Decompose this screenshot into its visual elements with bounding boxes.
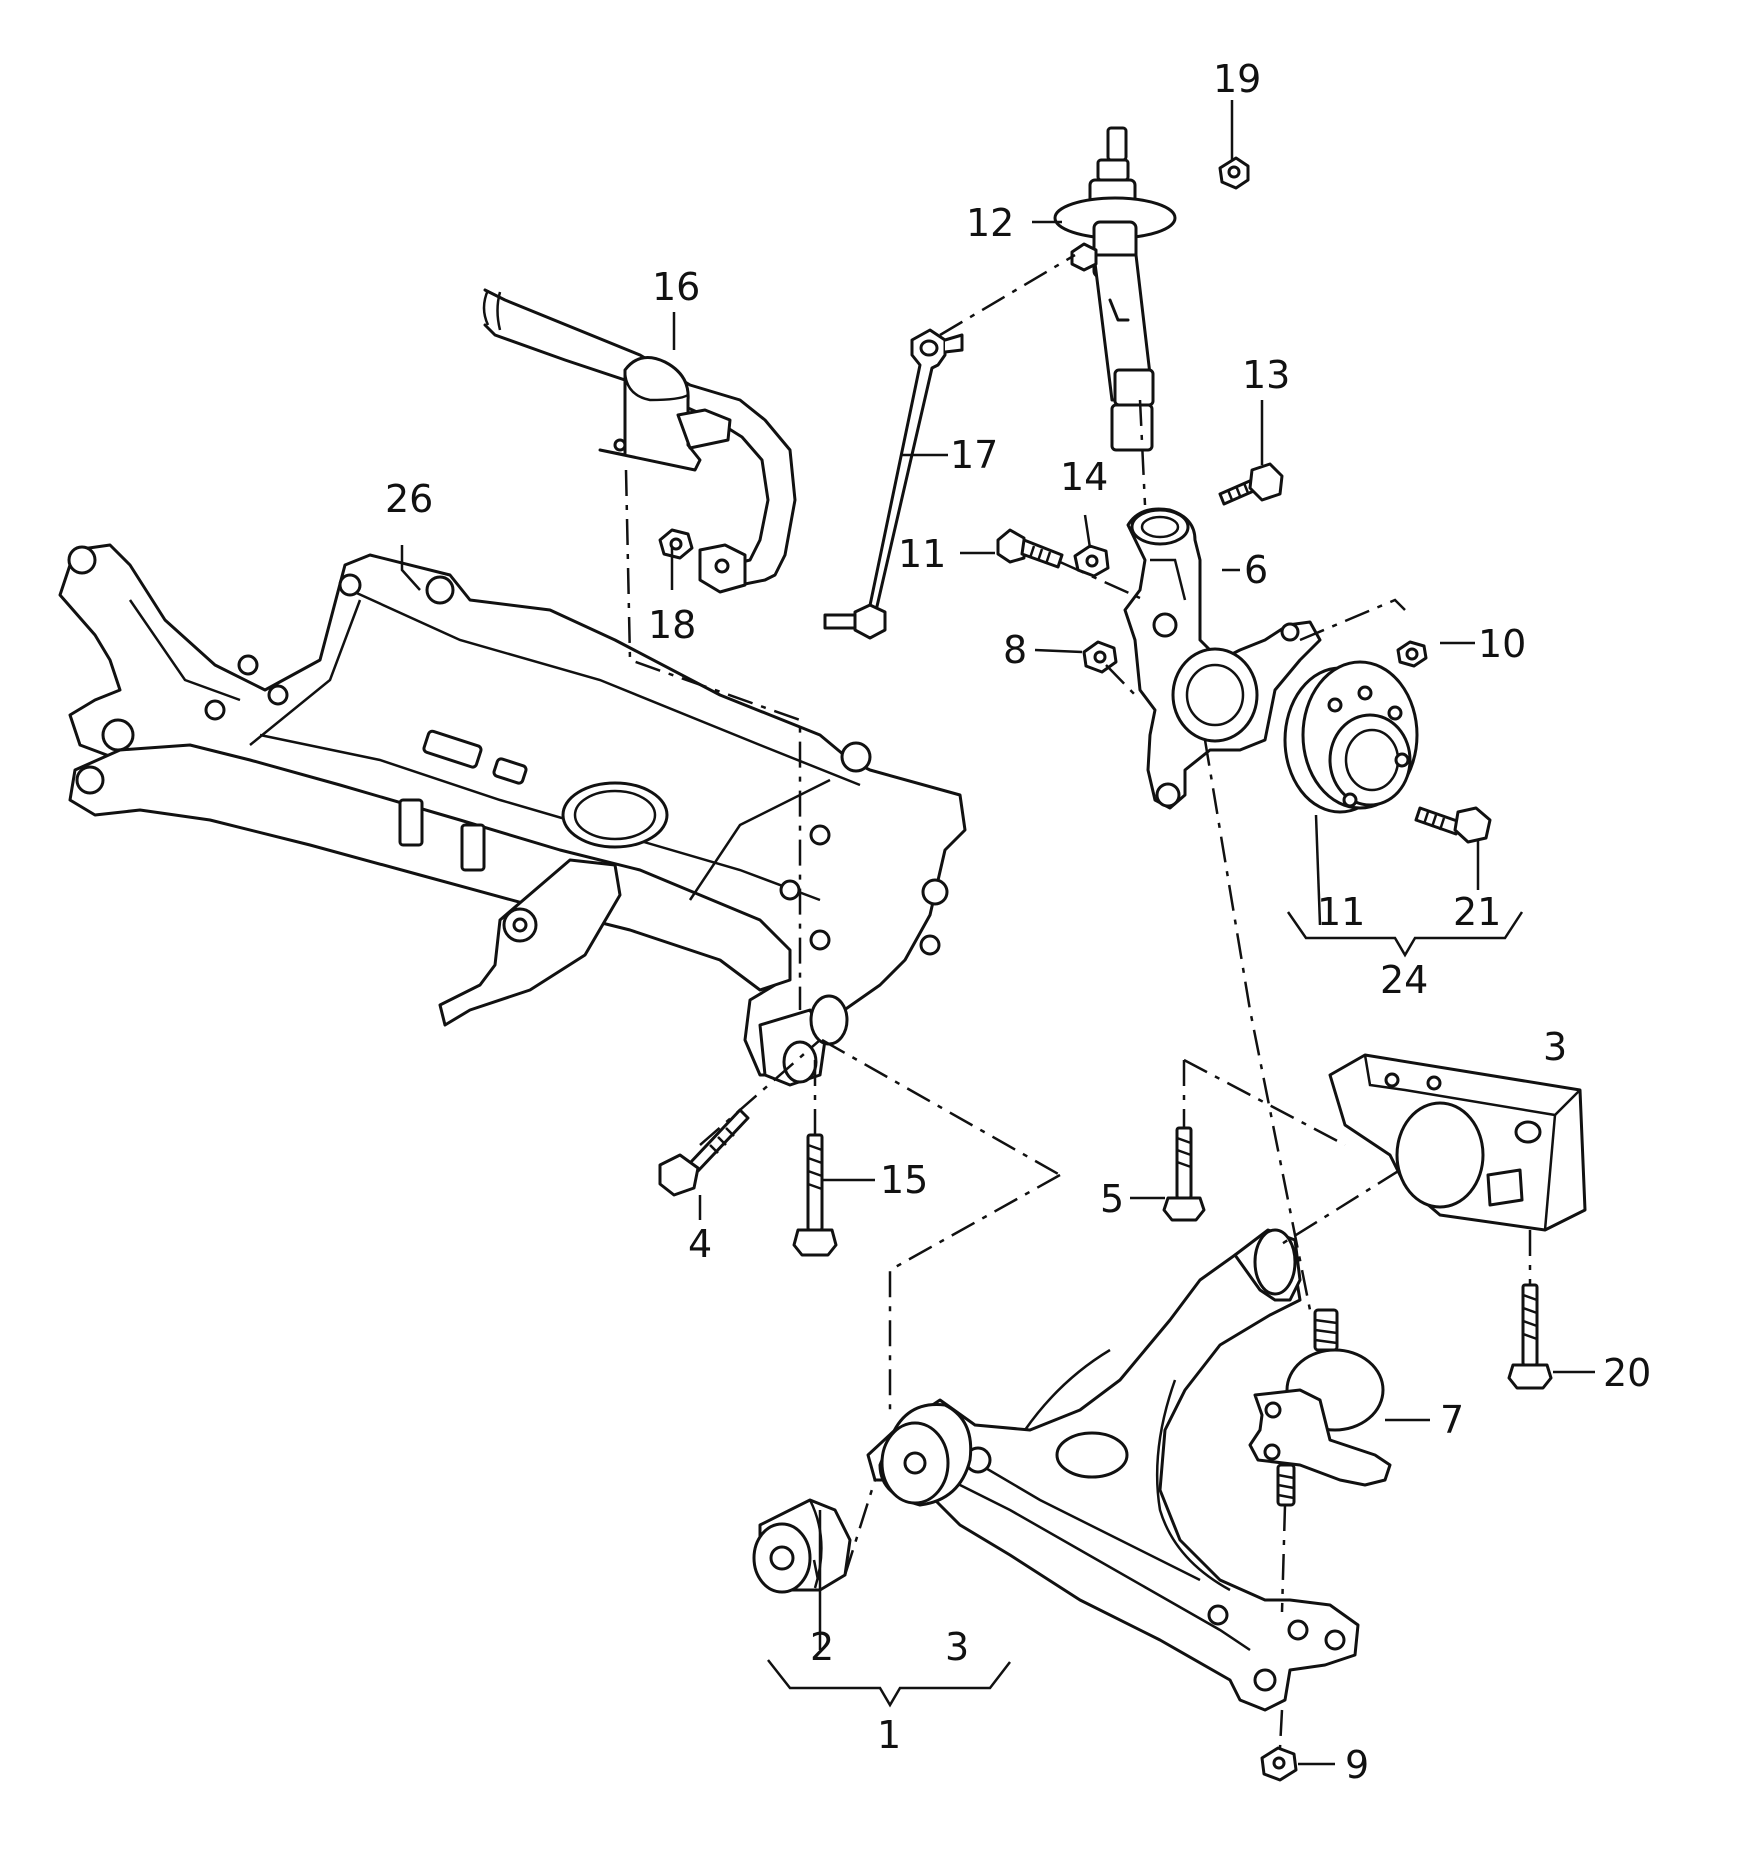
callout-11-lower: 11 <box>1317 890 1365 934</box>
callout-15: 15 <box>880 1158 928 1202</box>
bolt-20[interactable] <box>1507 1283 1553 1390</box>
bolt-5[interactable] <box>1162 1126 1206 1222</box>
nut-10[interactable] <box>1396 640 1428 668</box>
callout-17: 17 <box>950 433 998 477</box>
callout-21: 21 <box>1453 890 1501 934</box>
nut-18[interactable] <box>658 528 694 560</box>
subframe[interactable] <box>58 543 967 1087</box>
callout-labels: 19 12 16 17 13 14 26 11 6 18 8 10 11 21 … <box>385 57 1651 1787</box>
callout-19: 19 <box>1213 57 1261 101</box>
callout-12: 12 <box>966 201 1014 245</box>
nut-19[interactable] <box>1218 156 1250 190</box>
shock-absorber[interactable] <box>1053 126 1177 452</box>
leader-lines <box>400 100 1595 1766</box>
bolt-13[interactable] <box>1218 462 1284 506</box>
nut-8[interactable] <box>1082 640 1118 674</box>
bolt-11-clamp[interactable] <box>996 528 1064 569</box>
bolt-21[interactable] <box>1414 806 1492 844</box>
callout-18: 18 <box>648 603 696 647</box>
callout-26: 26 <box>385 477 433 521</box>
callout-6: 6 <box>1244 548 1268 592</box>
callout-2: 2 <box>810 1625 834 1669</box>
coupling-rod[interactable] <box>823 328 964 640</box>
callout-3-wishbone: 3 <box>945 1625 969 1669</box>
callout-9: 9 <box>1345 1743 1369 1787</box>
bushing-2[interactable] <box>752 1498 852 1594</box>
callout-3-bushing: 3 <box>1543 1025 1567 1069</box>
nut-shock-mount[interactable] <box>1070 242 1098 272</box>
wishbone[interactable] <box>866 1228 1360 1712</box>
callout-5: 5 <box>1100 1177 1124 1221</box>
bolt-15[interactable] <box>792 1133 838 1257</box>
wheel-bearing-housing[interactable] <box>1123 507 1322 810</box>
wheel-hub-with-bearing[interactable] <box>1283 660 1419 814</box>
callout-13: 13 <box>1242 353 1290 397</box>
callout-10: 10 <box>1478 622 1526 666</box>
callout-20: 20 <box>1603 1351 1651 1395</box>
assembly-lines <box>624 253 1532 1749</box>
nut-9[interactable] <box>1260 1746 1298 1782</box>
stabilizer-bushing-clamp[interactable] <box>598 356 732 472</box>
callout-8: 8 <box>1003 628 1027 672</box>
ball-joint[interactable] <box>1248 1308 1392 1507</box>
wishbone-rear-bushing[interactable] <box>1328 1053 1587 1232</box>
callout-16: 16 <box>652 265 700 309</box>
callout-11-upper: 11 <box>898 532 946 576</box>
callout-24: 24 <box>1380 958 1428 1002</box>
callout-1: 1 <box>877 1713 901 1757</box>
callout-4: 4 <box>688 1222 712 1266</box>
callout-14: 14 <box>1060 455 1108 499</box>
callout-7: 7 <box>1440 1398 1464 1442</box>
bolt-4[interactable] <box>658 1108 750 1197</box>
